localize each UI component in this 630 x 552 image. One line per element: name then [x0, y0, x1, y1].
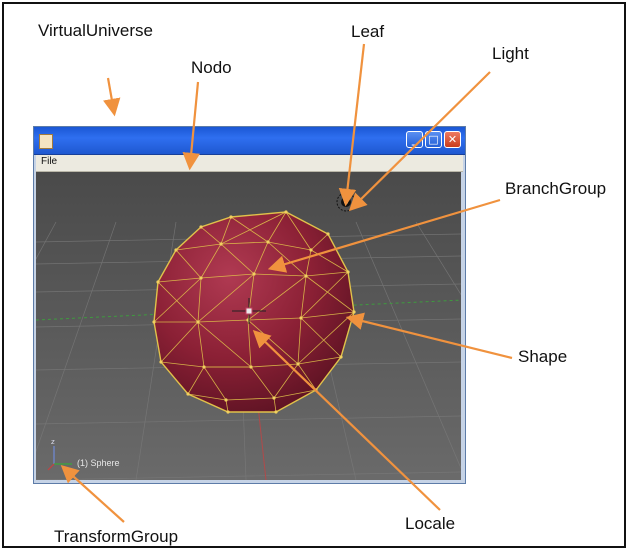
sphere-vertices [152, 210, 356, 414]
menu-file[interactable]: File [41, 156, 58, 167]
java-app-icon [39, 134, 53, 149]
label-virtual-universe: VirtualUniverse [38, 21, 153, 40]
menu-bar: File [36, 155, 463, 172]
maximize-icon[interactable]: □ [425, 131, 442, 148]
sphere-shape[interactable] [153, 211, 355, 413]
arrow-light [348, 71, 491, 212]
label-light: Light [492, 44, 529, 63]
arrow-locale [252, 329, 441, 511]
label-branch-group: BranchGroup [505, 179, 607, 198]
java3d-window: _ □ ✕ File [33, 126, 466, 484]
close-icon[interactable]: ✕ [444, 131, 461, 148]
label-locale: Locale [405, 514, 456, 533]
status-text: (1) Sphere [77, 458, 120, 468]
axis-gizmo-icon: z [47, 438, 72, 471]
window-titlebar[interactable]: _ □ ✕ [34, 127, 465, 155]
pivot-gizmo [232, 298, 266, 324]
x-axis-line [36, 299, 461, 321]
arrow-shape [345, 312, 513, 360]
label-nodo: Nodo [191, 58, 232, 77]
arrow-leaf [338, 43, 366, 207]
arrow-nodo [182, 81, 201, 171]
arrow-transform-group [60, 465, 125, 523]
figure-border [2, 2, 626, 548]
arrow-branch-group [267, 198, 501, 273]
3d-viewport[interactable]: z (1) Sphere [36, 172, 461, 480]
svg-text:z: z [51, 438, 55, 446]
label-shape: Shape [518, 347, 568, 366]
label-transform-group: TransformGroup [54, 527, 179, 546]
arrow-virtual-universe [103, 77, 121, 117]
label-leaf: Leaf [351, 22, 385, 41]
scene-svg: z [36, 172, 461, 480]
